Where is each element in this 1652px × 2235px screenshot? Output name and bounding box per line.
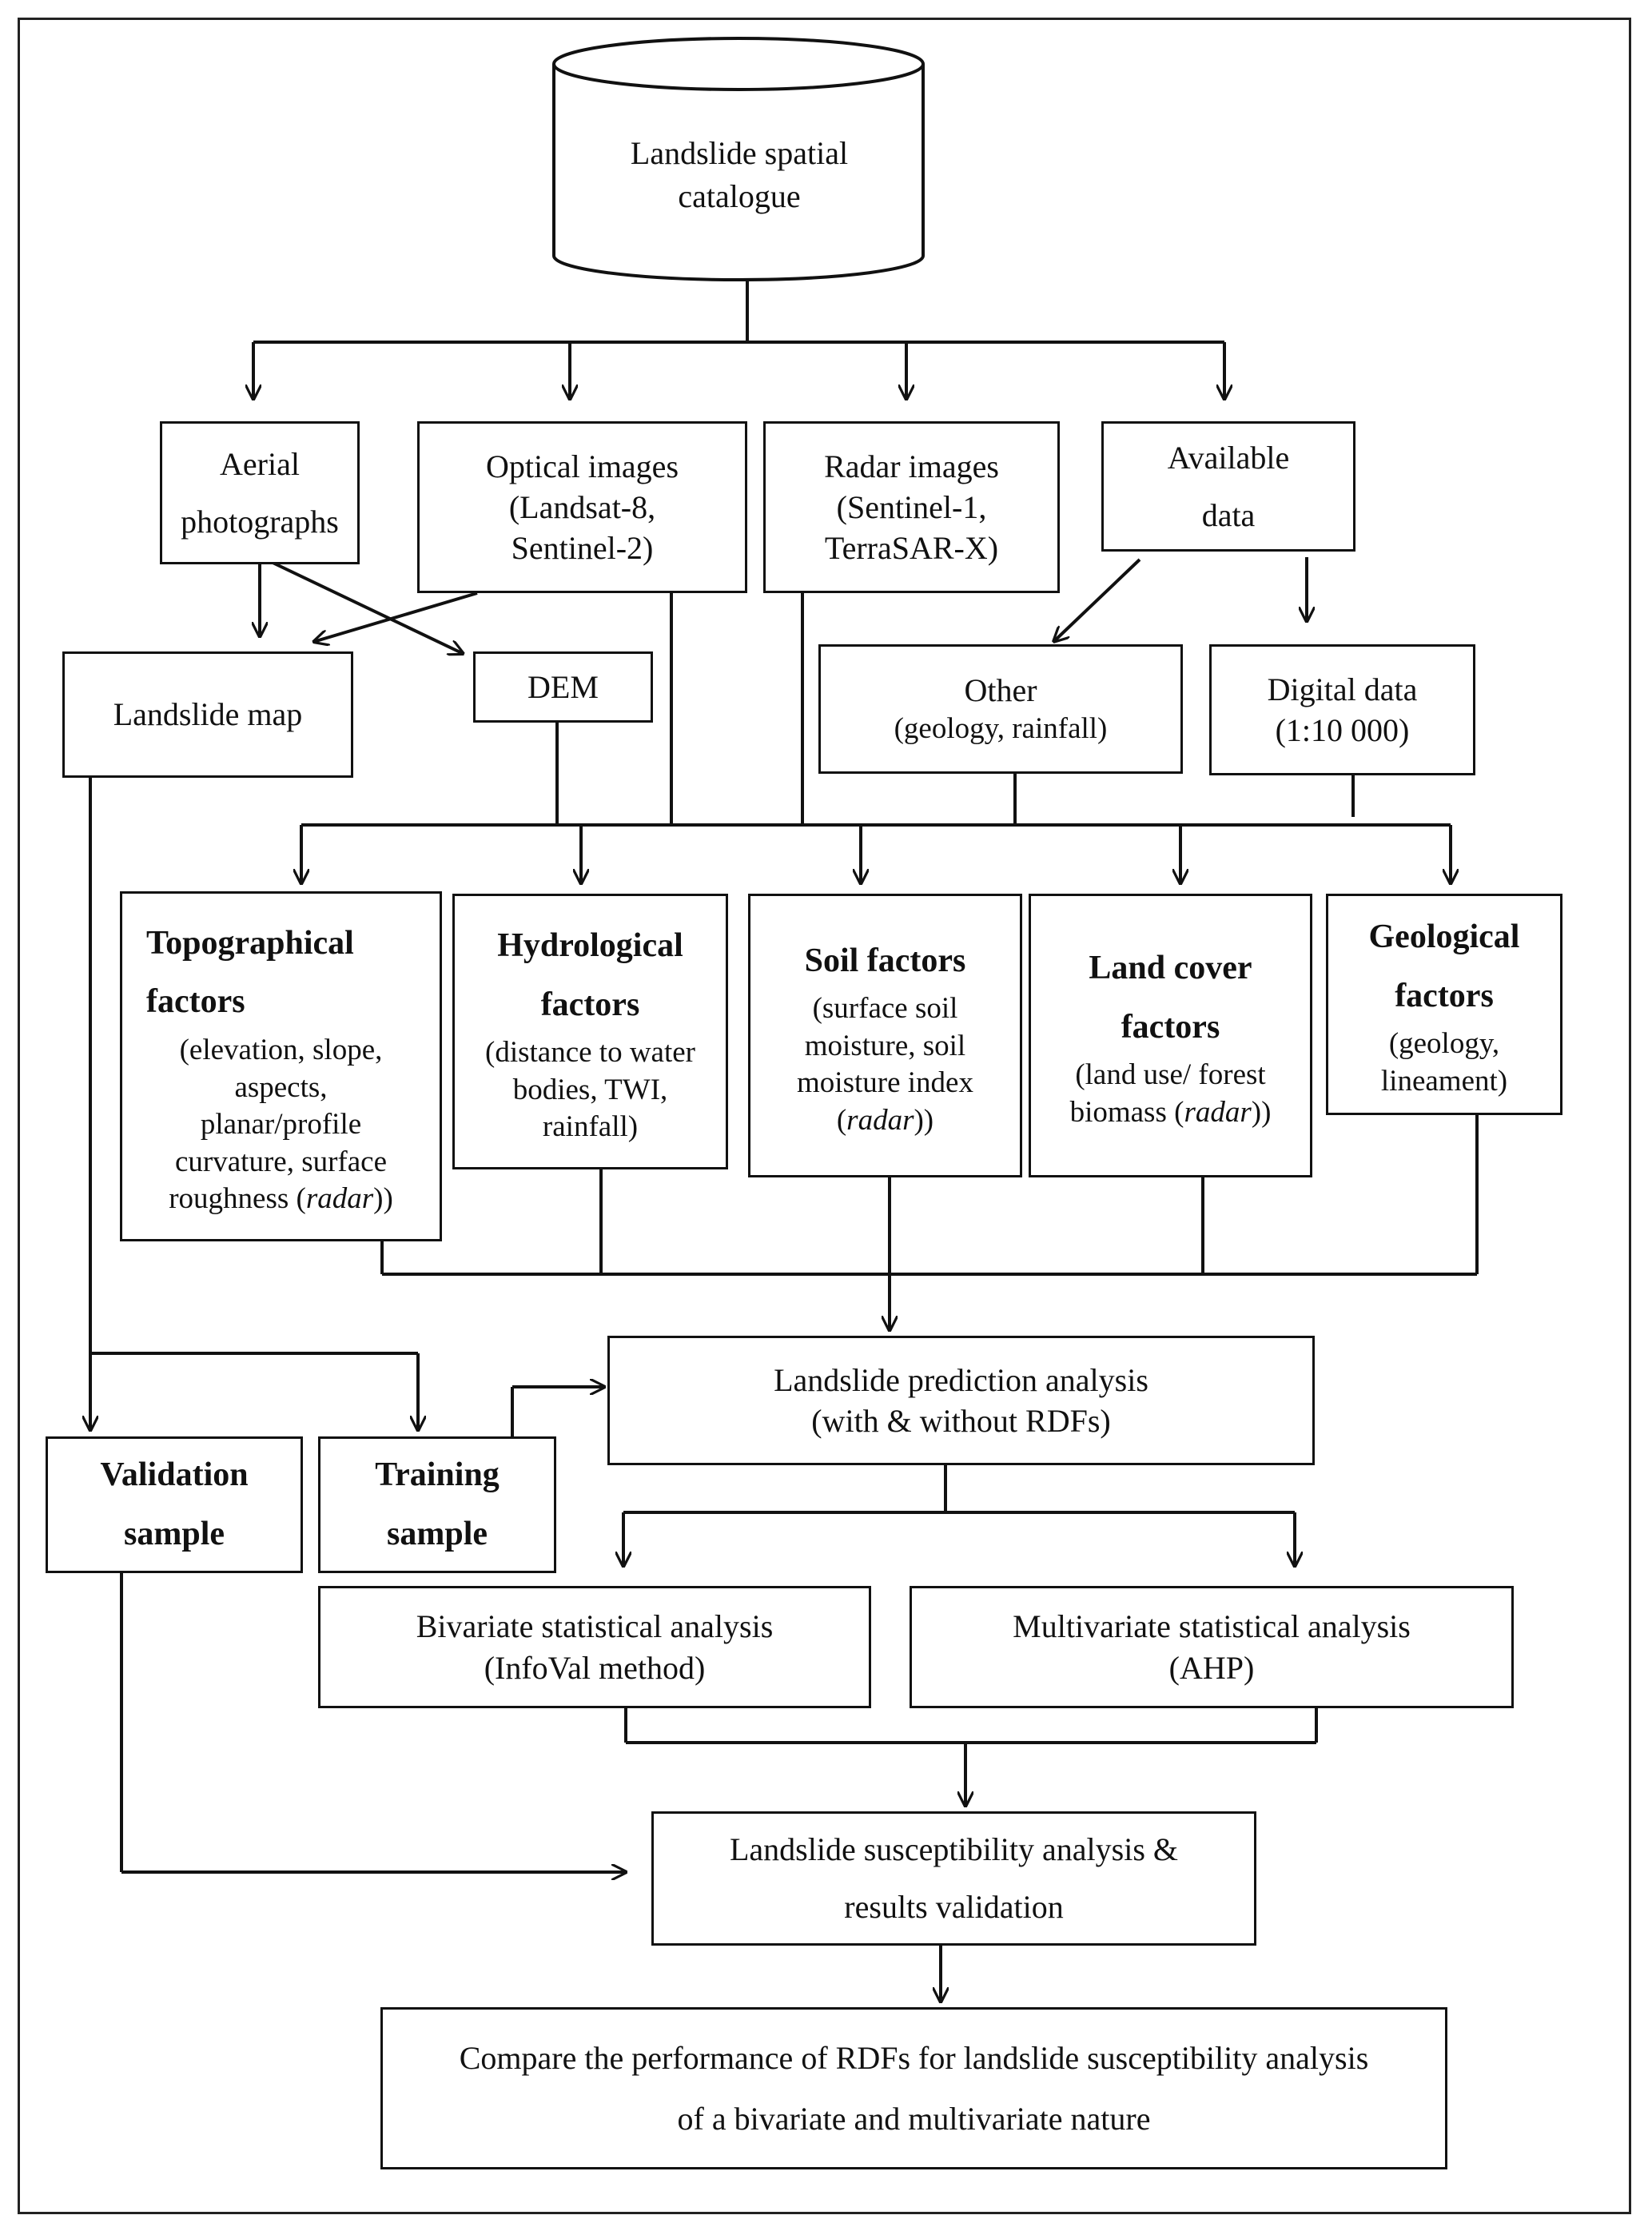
optical-images-box: Optical images (Landsat-8, Sentinel-2) xyxy=(417,421,747,593)
aerial-line1: Aerial xyxy=(220,445,300,482)
landcover-desc2-radar: radar xyxy=(1184,1096,1252,1129)
radar-line3: TerraSAR-X) xyxy=(824,530,999,567)
topographical-desc5-suffix: )) xyxy=(373,1182,393,1216)
other-data-box: Other (geology, rainfall) xyxy=(818,644,1183,774)
topographical-desc5-radar: radar xyxy=(305,1182,374,1216)
landslide-map-box: Landslide map xyxy=(62,651,353,778)
multivariate-line1: Multivariate statistical analysis xyxy=(1013,1608,1411,1645)
topographical-factors-box: Topographical factors (elevation, slope,… xyxy=(120,891,442,1241)
optical-line2: (Landsat-8, xyxy=(508,488,656,525)
landcover-desc2-prefix: biomass ( xyxy=(1069,1096,1184,1129)
bivariate-line2: (InfoVal method) xyxy=(484,1649,706,1686)
digital-line2: (1:10 000) xyxy=(1275,712,1410,748)
soil-desc4: (radar)) xyxy=(837,1102,933,1140)
multivariate-line2: (AHP) xyxy=(1168,1649,1255,1686)
landslide-spatial-catalogue: Landslide spatial catalogue xyxy=(551,132,927,218)
soil-desc4-suffix: )) xyxy=(914,1103,934,1137)
validation-line1: Validation xyxy=(100,1456,249,1493)
bivariate-line1: Bivariate statistical analysis xyxy=(416,1608,774,1645)
soil-factors-box: Soil factors (surface soil moisture, soi… xyxy=(748,894,1022,1177)
training-sample-box: Training sample xyxy=(318,1436,556,1573)
landcover-desc1: (land use/ forest xyxy=(1075,1058,1266,1092)
landcover-desc2-suffix: )) xyxy=(1251,1096,1272,1129)
hydrological-title1: Hydrological xyxy=(497,927,683,965)
validation-sample-box: Validation sample xyxy=(46,1436,303,1573)
topographical-desc3: planar/profile xyxy=(200,1108,362,1141)
geological-factors-box: Geological factors (geology, lineament) xyxy=(1326,894,1562,1115)
susceptibility-line1: Landslide susceptibility analysis & xyxy=(729,1831,1179,1867)
topographical-desc4: curvature, surface xyxy=(175,1145,387,1178)
aerial-line2: photographs xyxy=(181,503,339,540)
landslide-map-label: Landslide map xyxy=(113,696,303,733)
land-cover-factors-box: Land cover factors (land use/ forest bio… xyxy=(1029,894,1312,1177)
hydrological-desc2: bodies, TWI, xyxy=(512,1073,668,1106)
optical-line3: Sentinel-2) xyxy=(511,530,654,567)
topographical-desc5-prefix: roughness ( xyxy=(169,1182,306,1216)
soil-desc4-radar: radar xyxy=(846,1103,914,1137)
radar-line1: Radar images xyxy=(824,448,999,484)
optical-line1: Optical images xyxy=(485,448,679,484)
multivariate-analysis-box: Multivariate statistical analysis (AHP) xyxy=(910,1586,1514,1708)
aerial-photographs-box: Aerial photographs xyxy=(160,421,360,564)
available-line1: Available xyxy=(1167,439,1290,476)
soil-desc2: moisture, soil xyxy=(804,1029,966,1062)
bivariate-analysis-box: Bivariate statistical analysis (InfoVal … xyxy=(318,1586,871,1708)
topographical-desc2: aspects, xyxy=(234,1070,328,1104)
training-line2: sample xyxy=(387,1515,488,1552)
dem-box: DEM xyxy=(473,651,653,723)
training-line1: Training xyxy=(375,1456,500,1493)
topographical-title1: Topographical xyxy=(146,924,354,962)
landcover-desc2: biomass (radar)) xyxy=(1070,1094,1272,1132)
digital-data-box: Digital data (1:10 000) xyxy=(1209,644,1475,775)
soil-desc1: (surface soil xyxy=(812,992,958,1026)
soil-desc3: moisture index xyxy=(797,1066,973,1100)
available-line2: data xyxy=(1201,496,1256,533)
database-cylinder-icon xyxy=(552,37,925,281)
figure-frame xyxy=(18,18,1631,2214)
prediction-line2: (with & without RDFs) xyxy=(811,1403,1111,1439)
other-line1: Other xyxy=(964,672,1037,709)
geological-desc1: (geology, xyxy=(1388,1027,1500,1061)
catalogue-line1: Landslide spatial xyxy=(630,135,849,171)
hydrological-factors-box: Hydrological factors (distance to water … xyxy=(452,894,728,1169)
topographical-desc1: (elevation, slope, xyxy=(179,1033,383,1066)
radar-images-box: Radar images (Sentinel-1, TerraSAR-X) xyxy=(763,421,1060,593)
compare-performance-box: Compare the performance of RDFs for land… xyxy=(380,2007,1447,2169)
hydrological-desc1: (distance to water xyxy=(485,1036,695,1070)
landcover-title1: Land cover xyxy=(1089,950,1252,987)
hydrological-desc3: rainfall) xyxy=(542,1110,639,1144)
topographical-title2: factors xyxy=(146,983,245,1021)
prediction-line1: Landslide prediction analysis xyxy=(774,1361,1148,1398)
geological-title1: Geological xyxy=(1368,918,1520,956)
geological-title2: factors xyxy=(1395,977,1494,1014)
compare-line2: of a bivariate and multivariate nature xyxy=(677,2100,1151,2137)
landcover-title2: factors xyxy=(1121,1008,1220,1046)
dem-label: DEM xyxy=(527,668,599,705)
hydrological-title2: factors xyxy=(540,986,640,1023)
susceptibility-line2: results validation xyxy=(844,1889,1064,1925)
soil-desc4-prefix: ( xyxy=(836,1103,847,1137)
available-data-box: Available data xyxy=(1101,421,1355,552)
digital-line1: Digital data xyxy=(1267,671,1418,707)
soil-title1: Soil factors xyxy=(804,942,966,979)
radar-line2: (Sentinel-1, xyxy=(836,488,987,525)
geological-desc2: lineament) xyxy=(1380,1065,1508,1098)
compare-line1: Compare the performance of RDFs for land… xyxy=(459,2039,1369,2076)
validation-line2: sample xyxy=(124,1515,225,1552)
catalogue-line2: catalogue xyxy=(678,178,801,214)
prediction-analysis-box: Landslide prediction analysis (with & wi… xyxy=(607,1336,1315,1465)
other-line2: (geology, rainfall) xyxy=(894,712,1108,746)
topographical-desc5: roughness (radar)) xyxy=(122,1181,440,1218)
susceptibility-analysis-box: Landslide susceptibility analysis & resu… xyxy=(651,1811,1256,1946)
